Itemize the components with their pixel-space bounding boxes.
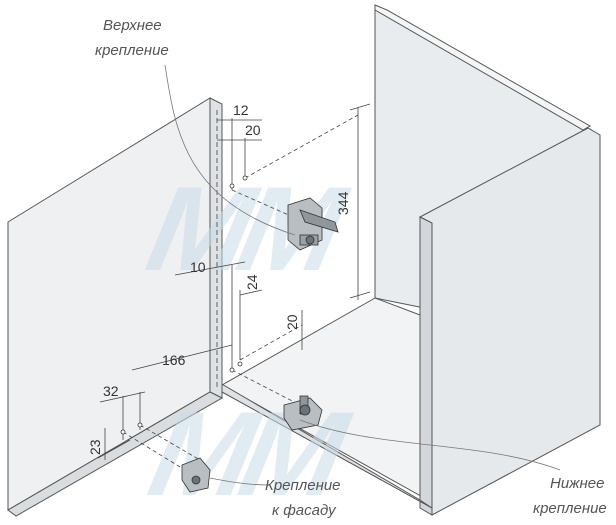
leader-lines [164,64,561,486]
top-mount-label-line2: крепление [95,42,169,59]
dimension-20-top: 20 [245,122,261,138]
dimension-344: 344 [335,191,351,215]
cabinet-door [7,97,224,517]
dimension-10: 10 [190,259,206,275]
cabinet-body [219,4,601,516]
mounting-holes [120,175,248,435]
dimension-23: 23 [87,439,103,455]
bottom-hinge-bracket [283,395,323,431]
bottom-mount-label-line1: Нижнее [550,475,604,492]
cabinet-side-wall-edge [419,216,433,516]
bottom-mount-label-line2: крепление [533,500,607,517]
facade-bracket [181,457,211,493]
facade-mount-label-line2: к фасаду [272,502,337,519]
watermark-lower: MM [139,386,360,520]
door-bottom-edge [7,391,224,517]
top-mount-label-line1: Верхнее [103,17,162,34]
dimension-32: 32 [103,383,119,399]
top-hinge-bracket [287,197,339,251]
dimension-lines [97,103,371,471]
facade-mount-label-line1: Крепление [265,477,341,494]
dimension-20-mid: 20 [284,314,300,330]
dimension-166: 166 [162,352,186,368]
dimension-24: 24 [244,274,260,290]
dimension-12: 12 [233,102,249,118]
